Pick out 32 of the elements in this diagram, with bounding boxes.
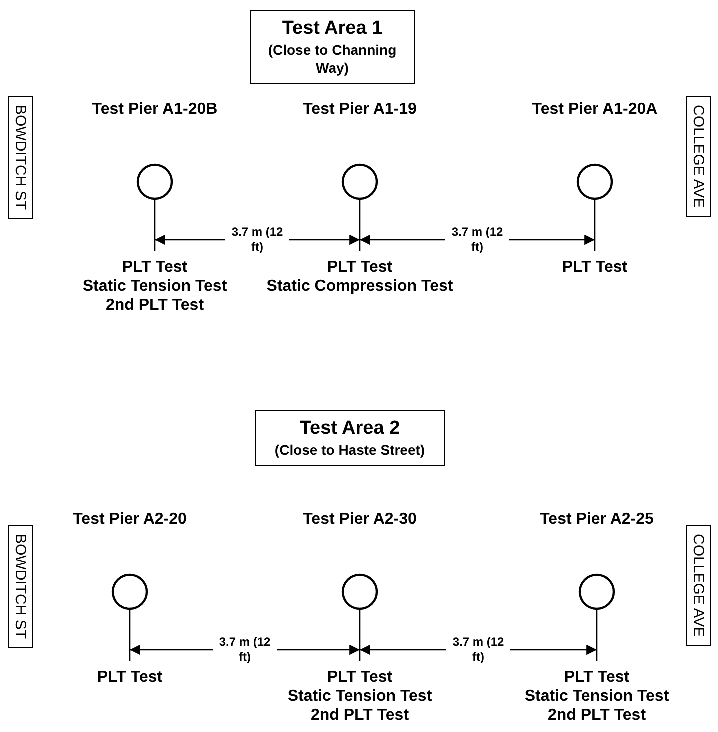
test-name: Static Tension Test bbox=[524, 687, 670, 706]
area-box bbox=[255, 410, 445, 466]
test-name: PLT Test bbox=[327, 668, 393, 687]
street-name: COLLEGE AVE bbox=[686, 525, 711, 646]
area-subtitle: (Close to Channing Way) bbox=[267, 41, 398, 77]
dimension-label: 3.7 m (12 ft) bbox=[450, 225, 504, 255]
area-box bbox=[250, 10, 415, 84]
pier-name: Test Pier A1-20B bbox=[91, 100, 219, 119]
test-name: PLT Test bbox=[122, 258, 188, 277]
test-name: PLT Test bbox=[97, 668, 163, 687]
test-name: PLT Test bbox=[562, 258, 628, 277]
area-title: Test Area 1 bbox=[281, 17, 384, 41]
test-name: PLT Test bbox=[564, 668, 630, 687]
test-name: PLT Test bbox=[327, 258, 393, 277]
test-name: Static Tension Test bbox=[82, 277, 228, 296]
dimension-label: 3.7 m (12 ft) bbox=[218, 635, 272, 665]
pier-name: Test Pier A2-25 bbox=[539, 510, 655, 529]
test-name: Static Compression Test bbox=[266, 277, 454, 296]
test-name: 2nd PLT Test bbox=[106, 296, 204, 315]
street-name: COLLEGE AVE bbox=[686, 96, 711, 218]
dimension-label: 3.7 m (12 ft) bbox=[230, 225, 284, 255]
test-name: 2nd PLT Test bbox=[548, 706, 646, 725]
pier-name: Test Pier A2-30 bbox=[302, 510, 418, 529]
test-name: Static Tension Test bbox=[288, 687, 432, 706]
dimension-label: 3.7 m (12 ft) bbox=[452, 635, 506, 665]
area-title: Test Area 2 bbox=[298, 417, 402, 441]
pier-name: Test Pier A1-19 bbox=[302, 100, 418, 119]
street-name: BOWDITCH ST bbox=[8, 96, 33, 219]
pier-name: Test Pier A2-20 bbox=[72, 510, 188, 529]
area-subtitle: (Close to Haste Street) bbox=[274, 441, 426, 459]
street-name: BOWDITCH ST bbox=[8, 525, 33, 648]
test-name: 2nd PLT Test bbox=[310, 706, 410, 725]
